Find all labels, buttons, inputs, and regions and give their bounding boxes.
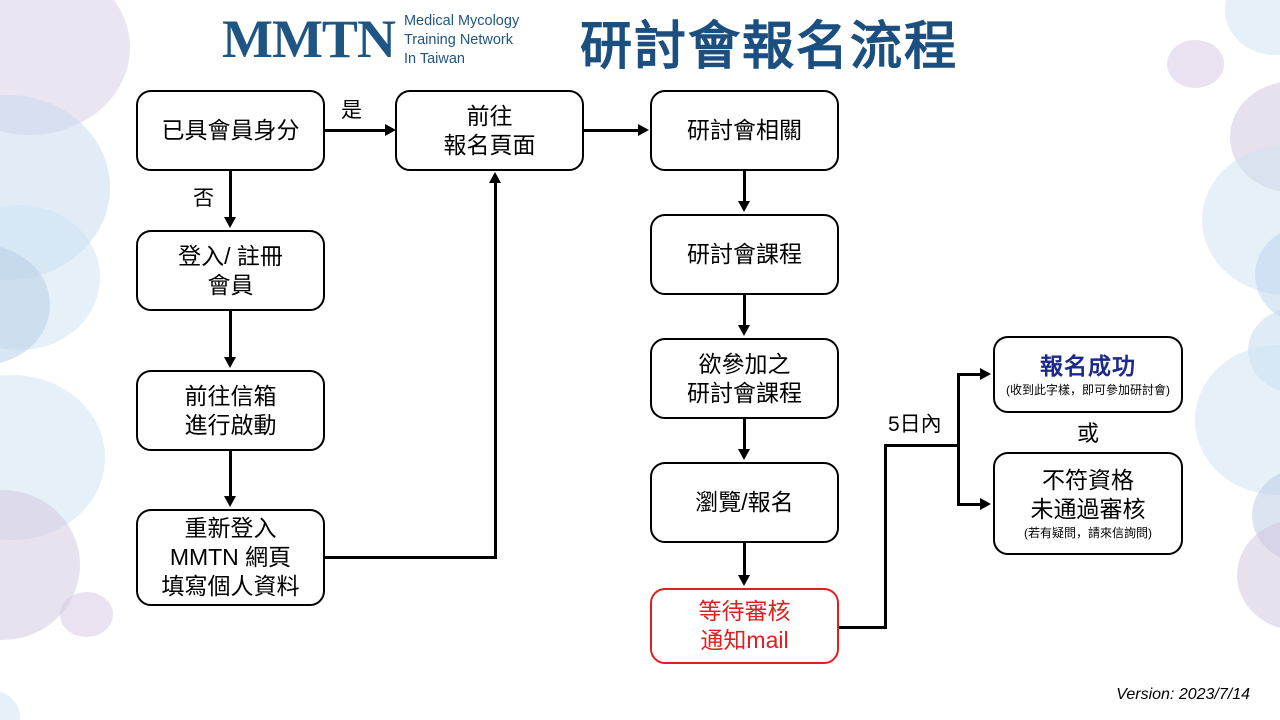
edge-member-to-register — [325, 129, 388, 132]
node-seminar-course[interactable]: 研討會課程 — [650, 214, 839, 295]
node-line: 研討會課程 — [687, 379, 802, 406]
background-blob — [1252, 468, 1280, 563]
node-registration-success[interactable]: 報名成功 (收到此字樣，即可參加研討會) — [993, 336, 1183, 413]
node-line: 不符資格 — [1042, 467, 1134, 494]
version-label: Version: 2023/7/14 — [1116, 686, 1250, 703]
background-blob — [0, 205, 100, 350]
edge-seminar-to-course — [743, 171, 746, 203]
background-blob — [0, 490, 80, 640]
edge-label-yes: 是 — [341, 99, 362, 122]
arrow-head — [224, 496, 236, 507]
edge-waiting-out-horizontal — [839, 626, 884, 629]
background-blob — [1230, 82, 1280, 192]
edge-desired-to-browse — [743, 419, 746, 451]
mmtn-logo: MMTN Medical Mycology Training Network I… — [222, 8, 519, 69]
node-line: 會員 — [207, 271, 254, 298]
background-blob — [0, 690, 20, 720]
background-blob — [0, 375, 105, 540]
background-blob — [1202, 145, 1280, 295]
node-line: 填寫個人資料 — [161, 572, 300, 599]
node-line: 前往 — [466, 102, 513, 129]
node-line: 未通過審核 — [1030, 496, 1146, 523]
arrow-head — [738, 449, 750, 460]
node-go-register-page[interactable]: 前往 報名頁面 — [395, 90, 584, 171]
background-blob — [1225, 0, 1280, 55]
arrow-head — [224, 357, 236, 368]
arrow-head — [738, 201, 750, 212]
arrow-head — [638, 124, 649, 136]
node-line: MMTN 網頁 — [169, 544, 292, 571]
logo-wordmark: MMTN — [222, 8, 396, 69]
edge-to-rejected — [957, 503, 983, 506]
edge-split-horizontal — [884, 444, 960, 447]
node-line: 登入/ 註冊 — [178, 242, 283, 269]
rejected-subtext: (若有疑問，請來信詢問) — [1024, 526, 1152, 541]
edge-relogin-feedback-horizontal — [325, 556, 497, 559]
background-blob — [1255, 225, 1280, 325]
logo-tagline-line: Medical Mycology — [403, 13, 520, 29]
node-member-check[interactable]: 已具會員身分 — [136, 90, 325, 171]
node-line: 已具會員身分 — [161, 117, 300, 144]
node-go-mailbox[interactable]: 前往信箱 進行啟動 — [136, 370, 325, 451]
node-rejected[interactable]: 不符資格 未通過審核 (若有疑問，請來信詢問) — [993, 452, 1183, 555]
logo-tagline-line: Training Network — [403, 32, 514, 49]
node-browse-register[interactable]: 瀏覽/報名 — [650, 462, 839, 543]
success-headline: 報名成功 — [1040, 352, 1136, 379]
node-line: 通知mail — [700, 627, 789, 653]
label-or: 或 — [1077, 421, 1100, 446]
background-blob — [0, 95, 110, 280]
node-desired-course[interactable]: 欲參加之 研討會課程 — [650, 338, 839, 419]
node-line: 欲參加之 — [698, 350, 791, 377]
background-blob — [0, 245, 50, 365]
edge-login-to-mailbox — [229, 311, 232, 359]
node-waiting-review[interactable]: 等待審核 通知mail — [650, 588, 839, 664]
edge-register-to-seminar — [584, 129, 641, 132]
background-blob — [1248, 308, 1280, 393]
arrow-head — [385, 124, 396, 136]
arrow-head — [489, 172, 501, 183]
node-login-signup[interactable]: 登入/ 註冊 會員 — [136, 230, 325, 311]
node-line: 報名頁面 — [443, 131, 536, 158]
background-blob — [1237, 520, 1280, 630]
node-relogin-fill-profile[interactable]: 重新登入 MMTN 網頁 填寫個人資料 — [136, 509, 325, 606]
logo-tagline: Medical Mycology Training Network In Tai… — [404, 8, 519, 69]
arrow-head — [738, 325, 750, 336]
background-blob — [1167, 40, 1224, 88]
node-line: 進行啟動 — [184, 411, 277, 438]
edge-label-no: 否 — [193, 187, 214, 210]
background-blob — [60, 592, 113, 637]
edge-to-success — [957, 373, 983, 376]
arrow-head — [980, 368, 991, 380]
node-line: 重新登入 — [184, 515, 277, 542]
edge-course-to-desired — [743, 295, 746, 327]
edge-waiting-out-vertical — [884, 444, 887, 629]
arrow-head — [980, 498, 991, 510]
node-line: 瀏覽/報名 — [695, 489, 794, 516]
logo-tagline-line: In Taiwan — [403, 51, 465, 68]
node-line: 前往信箱 — [184, 382, 277, 409]
node-line: 等待審核 — [698, 598, 791, 625]
edge-relogin-feedback-vertical — [494, 183, 497, 559]
page-title: 研討會報名流程 — [580, 18, 959, 76]
edge-browse-to-waiting — [743, 543, 746, 577]
node-line: 研討會相關 — [687, 117, 802, 144]
node-seminar-related[interactable]: 研討會相關 — [650, 90, 839, 171]
edge-mailbox-to-relogin — [229, 451, 232, 498]
edge-label-within-five-days: 5日內 — [888, 413, 942, 436]
success-subtext: (收到此字樣，即可參加研討會) — [1006, 382, 1170, 397]
edge-member-to-login — [229, 171, 232, 219]
background-blob — [0, 0, 130, 135]
arrow-head — [224, 217, 236, 228]
node-line: 研討會課程 — [687, 241, 802, 268]
background-blob — [1195, 345, 1280, 495]
edge-split-riser — [957, 373, 960, 506]
arrow-head — [738, 575, 750, 586]
